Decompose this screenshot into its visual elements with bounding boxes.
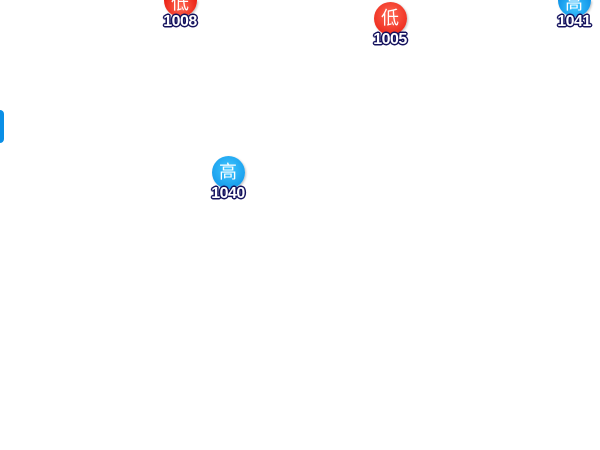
high-pressure-icon-partial	[0, 110, 4, 143]
pressure-marker-high[interactable]: 高 1040	[206, 156, 250, 203]
pressure-value: 1008	[163, 13, 197, 30]
pressure-value: 1041	[557, 13, 591, 30]
pressure-value: 1005	[373, 31, 407, 48]
low-pressure-icon: 低	[163, 0, 197, 17]
pressure-marker-low[interactable]: 低 1008	[158, 0, 202, 31]
high-pressure-icon: 高	[557, 0, 591, 17]
low-pressure-icon: 低	[373, 2, 407, 35]
pressure-value: 1040	[211, 185, 245, 202]
pressure-marker-low[interactable]: 低 1005	[368, 2, 412, 49]
pressure-marker-high[interactable]: 高 1041	[552, 0, 596, 31]
high-pressure-icon: 高	[211, 156, 245, 189]
